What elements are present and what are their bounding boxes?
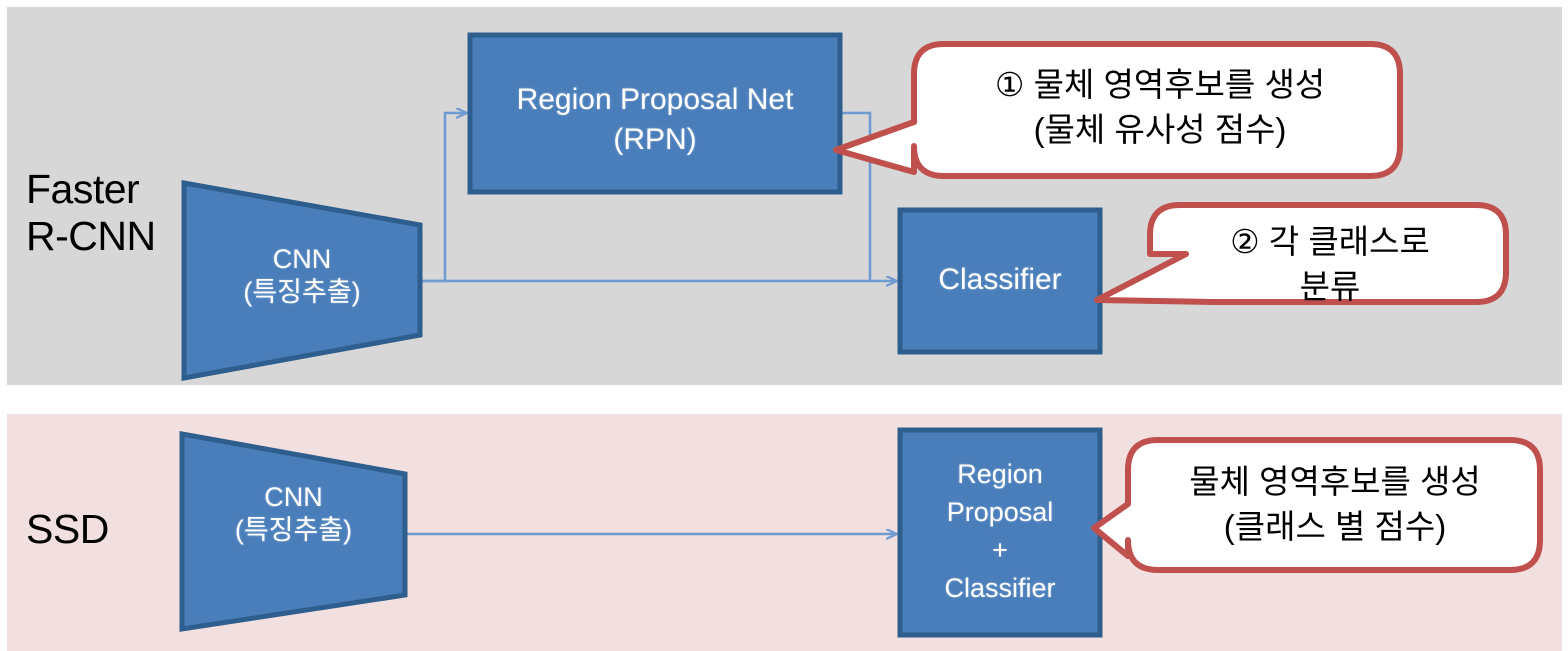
row-label-faster-rcnn: Faster R-CNN <box>26 166 156 259</box>
node-label-cnn-faster: CNN (특징추출) <box>243 244 361 307</box>
node-rpn <box>467 32 843 195</box>
connectors-faster-rcnn <box>420 113 896 281</box>
node-label-cnn-ssd: CNN (특징추출) <box>234 482 353 545</box>
callout-3-label: 물체 영역후보를 생성 (클래스 별 점수) <box>1189 463 1481 545</box>
row-label-ssd: SSD <box>26 506 109 552</box>
node-region-proposal-classifier <box>897 427 1103 638</box>
callout-2-label: ② 각 클래스로 분류 <box>1230 223 1430 305</box>
node-label-region-proposal-classifier: Region Proposal + Classifier <box>944 459 1056 603</box>
callout-3-bubble <box>1091 437 1543 573</box>
callout-1-label: ① 물체 영역후보를 생성 (물체 유사성 점수) <box>994 66 1326 148</box>
node-label-classifier: Classifier <box>938 263 1062 296</box>
node-classifier <box>897 207 1103 355</box>
node-cnn-faster <box>181 180 423 381</box>
callout-1-bubble <box>833 41 1403 179</box>
connector-rpn-to-classifier <box>841 111 872 281</box>
callout-2-bubble <box>1094 202 1509 305</box>
node-label-rpn: Region Proposal Net (RPN) <box>516 83 794 156</box>
connector-cnn-to-rpn <box>420 113 466 283</box>
node-cnn-ssd <box>179 431 408 632</box>
